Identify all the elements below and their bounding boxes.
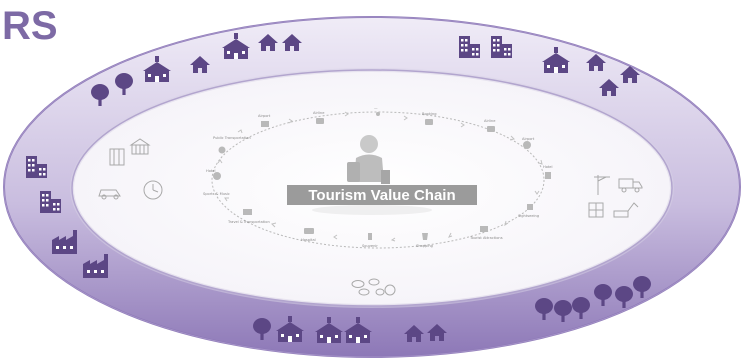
travel-transportation-icon bbox=[243, 209, 252, 215]
shopping-icon bbox=[422, 233, 428, 240]
traveller-figure-icon bbox=[347, 135, 390, 184]
tourist-attractions-icon bbox=[480, 226, 488, 232]
excavator-icon bbox=[613, 202, 639, 218]
node-label-top: — bbox=[374, 106, 378, 110]
hospital-icon bbox=[304, 228, 314, 234]
vehicle-icon bbox=[98, 189, 121, 200]
airport-icon bbox=[261, 121, 269, 127]
node-label-sports-music: Sports & Music bbox=[203, 192, 230, 196]
inner-right-icons bbox=[588, 175, 643, 218]
center-label: Tourism Value Chain bbox=[308, 187, 455, 204]
sightseeing-icon bbox=[527, 204, 533, 210]
airport-icon bbox=[523, 141, 531, 149]
node-label-tourist-attractions: Tourist Attractions bbox=[469, 236, 503, 240]
node-label-sightseeing: Sightseeing bbox=[518, 214, 539, 218]
node-dot-icon bbox=[376, 112, 380, 116]
page-title: RS bbox=[2, 4, 58, 48]
car-icon bbox=[213, 172, 221, 180]
inner-bottom-icons bbox=[351, 278, 396, 296]
value-chain-node-labels: Airline Booking Airline Airport Hotel Si… bbox=[203, 106, 553, 248]
node-label-travel-transportation: Travel & Transportation bbox=[227, 220, 270, 224]
center-label-box bbox=[287, 185, 477, 205]
inner-left-icons bbox=[98, 138, 163, 200]
node-label-souvenir: Souvenir bbox=[362, 244, 378, 248]
airline-icon bbox=[316, 118, 324, 124]
school-icon bbox=[129, 138, 151, 155]
node-label-airport-2: Airport bbox=[258, 114, 271, 118]
office-building-icon bbox=[109, 148, 125, 166]
booking-icon bbox=[425, 119, 433, 125]
location-pin-icon bbox=[218, 146, 226, 154]
node-label-airport: Airport bbox=[522, 137, 535, 141]
loop-arrows bbox=[217, 111, 543, 242]
node-label-shopping: Shopping bbox=[416, 244, 433, 248]
airline-icon bbox=[487, 126, 495, 132]
souvenir-icon bbox=[368, 233, 372, 240]
node-label-hospital: Hospital bbox=[301, 238, 316, 242]
value-chain-loop bbox=[211, 111, 545, 249]
node-label-airline-2: Airline bbox=[484, 119, 496, 123]
scaffold-icon bbox=[588, 202, 604, 218]
value-chain-node-icons bbox=[213, 112, 551, 240]
truck-icon bbox=[618, 178, 643, 193]
node-label-booking: Booking bbox=[422, 112, 437, 116]
node-label-hotel: Hotel bbox=[543, 165, 553, 169]
farm-animals-icon bbox=[351, 278, 396, 296]
construction-icon bbox=[594, 175, 610, 195]
hotel-icon bbox=[545, 172, 551, 179]
clock-icon bbox=[143, 180, 163, 200]
node-label-public-transportation: Public Transportation bbox=[213, 136, 251, 140]
node-label-hotel-2: Hotel bbox=[206, 169, 216, 173]
node-label-airline: Airline bbox=[313, 111, 325, 115]
